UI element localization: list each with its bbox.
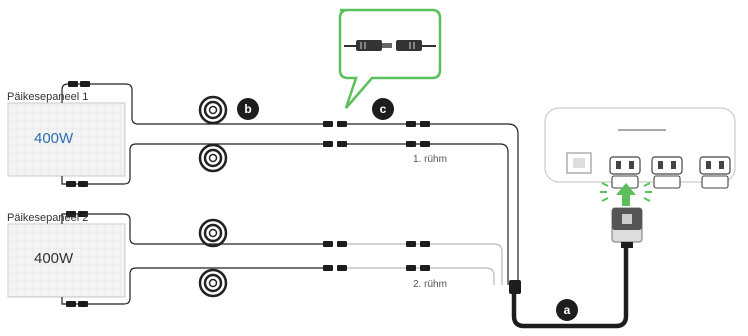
group-2-label: 2. rühm [413,279,447,290]
cable-coil-icon-4 [198,268,228,298]
cable-coil-icon-1 [198,95,228,125]
badge-c: c [372,98,394,120]
panel-2-leads [61,213,326,305]
solar-panel-2 [7,223,126,298]
main-cable [511,240,629,329]
connector-callout [338,8,442,109]
port-plugs [611,175,729,189]
connect-arrow-icon [600,182,652,206]
input-ports [609,156,731,175]
cable-coils [198,95,228,298]
solar-panel-1 [7,102,126,177]
panel-1-wattage: 400W [34,130,74,147]
cable-coil-icon-2 [198,143,228,173]
group-1-label: 1. rühm [413,154,447,165]
panel-1-title: Päikesepaneel 1 [7,91,89,103]
panel-2-title: Päikesepaneel 2 [7,212,89,224]
power-station [544,107,736,189]
badge-a: a [556,299,578,321]
extension-cables [346,123,519,285]
badge-b: b [237,98,259,120]
mc4-connectors [66,81,430,307]
combiner-adapter [611,207,643,248]
panel-1-leads [61,83,326,185]
panel-2-wattage: 400W [34,250,74,267]
cable-coil-icon-3 [198,218,228,248]
